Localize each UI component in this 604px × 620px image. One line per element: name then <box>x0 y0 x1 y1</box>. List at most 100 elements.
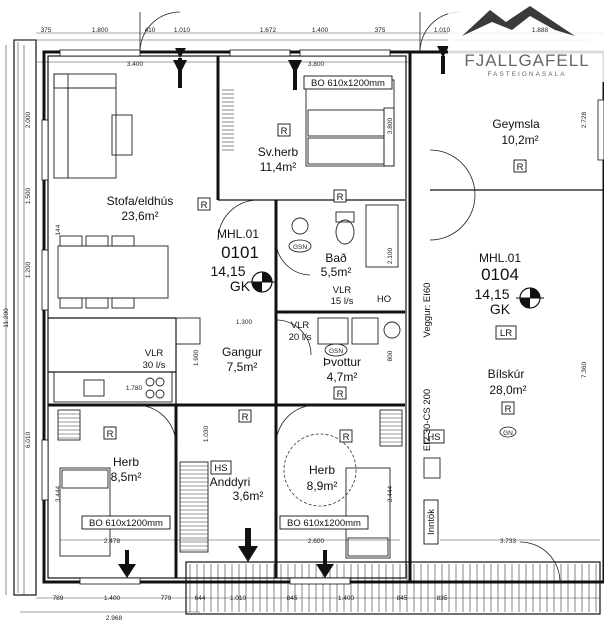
dimension-top2: 3.800 <box>308 61 325 68</box>
dimension-bottom: 1.010 <box>230 595 247 602</box>
dimension-inner: 3.800 <box>387 117 394 134</box>
bo-label-herb1: BO 610x1200mm <box>81 515 171 530</box>
dimension-bottom: 789 <box>53 595 64 602</box>
level-marker-0104 <box>516 287 544 309</box>
dimension-left: 11.200 <box>3 308 10 328</box>
door-swings <box>135 11 561 583</box>
dimension-inner: 2.728 <box>581 111 588 128</box>
dimension-top: 1.010 <box>174 27 191 34</box>
svg-text:Inntök: Inntök <box>426 509 437 535</box>
dimension-top: 1.800 <box>92 27 109 34</box>
unit-mhl-0101: MHL.01 <box>217 227 259 241</box>
dimension-inner: 7.360 <box>581 361 588 378</box>
r-marker: R <box>201 200 208 211</box>
dimension-left: 1.200 <box>25 261 32 278</box>
dimension-bottom: 835 <box>437 595 448 602</box>
r-marker: R <box>505 404 512 415</box>
unit-gk-0101: GK <box>230 278 251 294</box>
dimension-bottom3: 2.968 <box>106 615 123 620</box>
svg-text:BO 610x1200mm: BO 610x1200mm <box>89 518 163 529</box>
room-area-thvottur: 4,7m² <box>327 370 358 384</box>
dimension-top: 410 <box>145 27 156 34</box>
unit-level-0104: 14,15 <box>474 286 509 302</box>
ho-marker: HO <box>377 294 391 305</box>
dimension-bottom: 845 <box>287 595 298 602</box>
room-name-gangur: Gangur <box>222 345 262 359</box>
r-marker: R <box>337 389 344 400</box>
unit-level-0101: 14,15 <box>210 263 245 279</box>
bo-label-top: BO 610x1200mm <box>303 75 393 90</box>
r-marker: R <box>281 126 288 137</box>
room-name-anddyri: Anddyri <box>210 475 251 489</box>
r-marker: R <box>337 192 344 203</box>
dimension-inner: 1.030 <box>203 425 210 442</box>
r-marker: R <box>242 412 249 423</box>
dimension-top: 375 <box>41 27 52 34</box>
room-area-herb1: 8,5m² <box>111 470 142 484</box>
bo-label-herb2: BO 610x1200mm <box>279 515 369 530</box>
dimension-bottom2: 2.478 <box>104 538 121 545</box>
vlr-rate-thvottur: 20 l/s <box>289 332 312 343</box>
dimension-bottom: 1.400 <box>104 595 121 602</box>
room-name-bad: Bað <box>325 251 347 265</box>
room-name-herb1: Herb <box>113 455 139 469</box>
gsn-marker-bad: GSN <box>293 244 307 251</box>
hs-marker-anddyri: HS <box>210 460 232 475</box>
logo-name: FJALLGAFELL <box>464 51 589 70</box>
unit-number-0101: 0101 <box>221 243 259 262</box>
room-name-geymsla: Geymsla <box>492 117 540 131</box>
logo <box>448 0 604 82</box>
room-area-herb2: 8,9m² <box>307 479 338 493</box>
door-rating-label: EI2 30-CS 200 <box>422 389 433 451</box>
svg-text:HS: HS <box>427 432 440 443</box>
unit-mhl-0104: MHL.01 <box>479 251 521 265</box>
room-name-stofa: Stofa/eldhús <box>107 194 174 208</box>
level-marker-0101 <box>248 271 276 293</box>
room-area-stofa: 23,6m² <box>121 209 158 223</box>
r-marker: R <box>107 429 114 440</box>
dimension-inner: 3.444 <box>387 485 394 502</box>
gn-marker: GN <box>503 430 513 437</box>
dimension-bottom: 644 <box>195 595 206 602</box>
dimension-inner: 1.900 <box>193 349 200 366</box>
room-area-svherb: 11,4m² <box>260 160 296 174</box>
r-marker: R <box>517 162 524 173</box>
vlr-label-kitchen: VLR <box>145 348 164 359</box>
dimension-inner: 800 <box>387 350 394 361</box>
dimension-top: 375 <box>375 27 386 34</box>
furniture <box>53 73 441 559</box>
dimension-left: 144 <box>55 224 62 235</box>
dimension-top: 1.888 <box>532 27 549 34</box>
wardrobe-hatching <box>58 89 402 551</box>
r-marker: R <box>343 432 350 443</box>
svg-text:BO 610x1200mm: BO 610x1200mm <box>287 518 361 529</box>
dimension-top2: 3.400 <box>127 61 144 68</box>
windows <box>41 49 604 585</box>
dimension-bottom: 845 <box>397 595 408 602</box>
inntok-label: Inntök <box>423 499 439 545</box>
dimension-top: 1.400 <box>312 27 329 34</box>
dimension-labels: 375 1.800 410 1.010 1.672 1.400 375 1.010 1.888 3… <box>3 27 588 620</box>
room-area-bilskur: 28,0m² <box>489 383 526 397</box>
room-area-bad: 5,5m² <box>321 265 352 279</box>
vlr-label-thvottur: VLR <box>291 320 310 331</box>
dimension-top: 1.010 <box>434 27 451 34</box>
lr-marker: LR <box>500 328 512 339</box>
room-name-svherb: Sv.herb <box>258 145 299 159</box>
dimension-bottom: 1.400 <box>338 595 355 602</box>
entrance-arrows <box>118 46 449 578</box>
room-area-anddyri: 3,6m² <box>233 489 264 503</box>
unit-number-0104: 0104 <box>481 265 519 284</box>
logo-subtitle: FASTEIGNASALA <box>487 71 566 78</box>
r-markers: R R R R R R R R R <box>103 123 527 443</box>
dimension-bottom: 779 <box>161 595 172 602</box>
unit-gk-0104: GK <box>490 301 511 317</box>
dimension-top: 1.672 <box>260 27 277 34</box>
vlr-label-bad: VLR <box>333 285 352 296</box>
room-name-bilskur: Bílskúr <box>488 367 525 381</box>
dimension-left: 6.010 <box>25 431 32 448</box>
mountain-logo-icon <box>462 6 575 36</box>
dimension-left: 1.500 <box>25 187 32 204</box>
dimension-bottom2: 3.733 <box>500 538 517 545</box>
